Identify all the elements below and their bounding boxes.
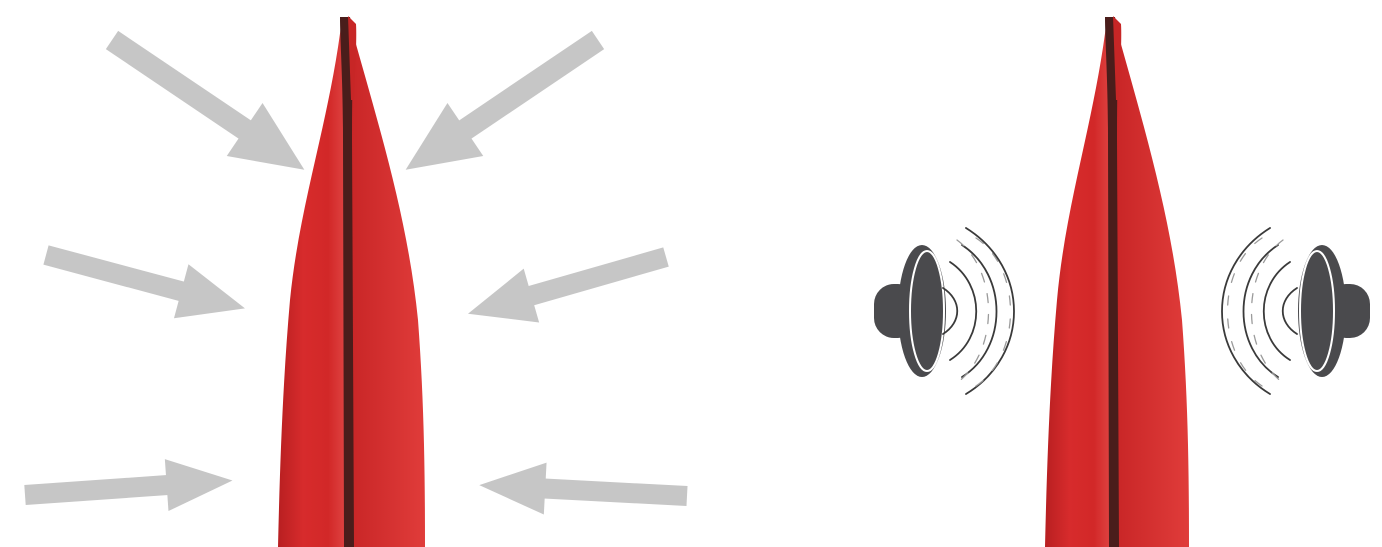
left-panel-group [23,13,688,547]
compression-arrow-icon [460,230,673,341]
right-panel-group [874,16,1370,547]
compression-arrow-icon [39,228,252,335]
sound-wave-icon [1222,228,1297,394]
compression-arrow-icon [478,459,688,522]
sound-wave-icon [943,228,1014,394]
speaker-icon [1298,245,1370,377]
compression-arrow-icon [388,13,616,196]
compression-arrow-icon [23,455,234,521]
speaker-icon [874,245,946,377]
compression-arrow-icon [94,13,322,196]
felt-panel-right [1045,16,1189,547]
felt-panel-left [278,16,425,547]
